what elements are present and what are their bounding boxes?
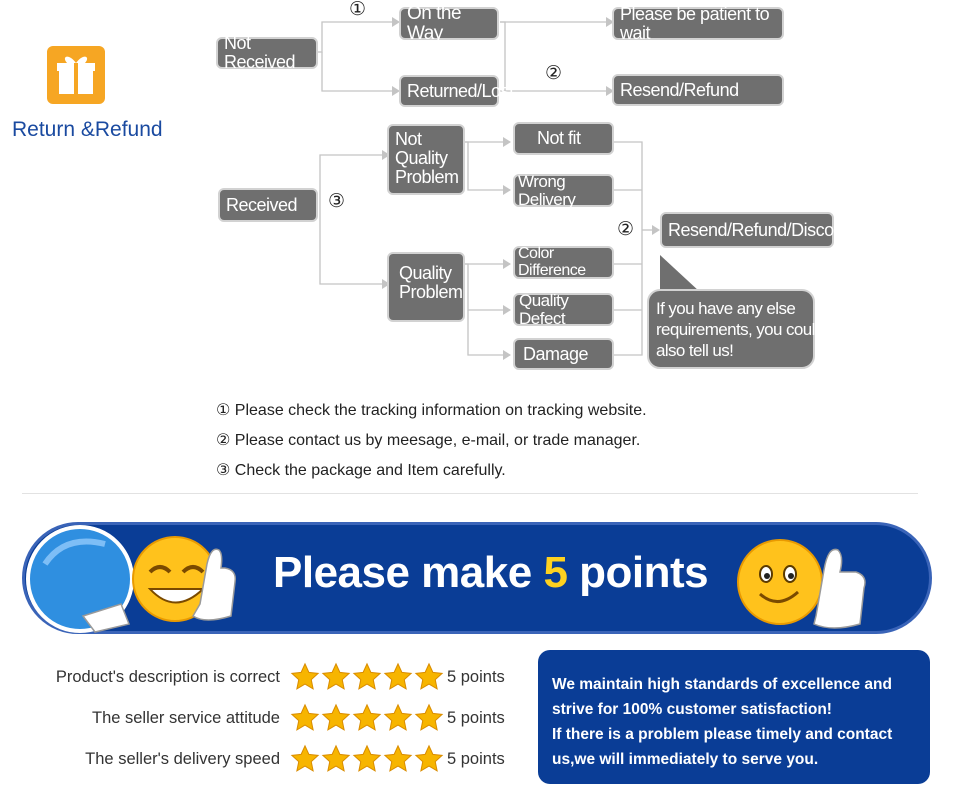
flow-not-quality-line3: Problem xyxy=(395,166,459,187)
star-icon xyxy=(290,703,320,731)
rating-points-description: 5 points xyxy=(447,668,505,686)
flow-quality-problem: Quality Problem xyxy=(387,252,465,322)
flow-received: Received xyxy=(218,188,318,222)
promise-line-1: We maintain high standards of excellence… xyxy=(552,676,892,693)
star-icon xyxy=(290,744,320,772)
bubble-line-3: also tell us! xyxy=(656,341,734,360)
flow-on-the-way: On the Way xyxy=(399,3,499,43)
star-icon xyxy=(321,662,351,690)
step-marker-1: ① xyxy=(349,0,367,20)
step-marker-2b: ② xyxy=(617,218,635,240)
note-3: ③ Check the package and Item carefully. xyxy=(216,460,506,479)
promise-line-4: us,we will immediately to serve you. xyxy=(552,751,819,768)
rating-label-description: Product's description is correct xyxy=(55,668,280,686)
star-icon xyxy=(414,662,444,690)
promise-box: We maintain high standards of excellence… xyxy=(538,650,930,784)
flow-color-difference: Color Difference xyxy=(513,245,614,279)
bubble-line-1: If you have any else xyxy=(656,299,796,318)
flow-wrong-delivery: Wrong Delivery xyxy=(513,172,614,208)
flow-quality-line2: Problem xyxy=(399,281,463,302)
flow-quality-defect: Quality Defect xyxy=(513,291,614,327)
star-icon xyxy=(321,703,351,731)
star-icon xyxy=(383,703,413,731)
flow-quality-line1: Quality xyxy=(399,263,452,283)
flow-not-quality-line2: Quality xyxy=(395,147,448,168)
flow-not-quality-problem: Not Quality Problem xyxy=(387,124,465,195)
note-2: ② Please contact us by meesage, e-mail, … xyxy=(216,430,641,449)
star-icon xyxy=(352,662,382,690)
rating-stars-description xyxy=(290,662,444,692)
rating-label-service: The seller service attitude xyxy=(91,709,280,727)
flow-returned-lost: Returned/Lost xyxy=(399,75,514,107)
thumbs-up-smiley-left-icon xyxy=(25,524,245,639)
speech-bubble-text: If you have any else requirements, you c… xyxy=(656,298,824,361)
section-title: Return &Refund xyxy=(12,118,163,141)
promise-line-3: If there is a problem please timely and … xyxy=(552,726,893,743)
rating-stars-delivery xyxy=(290,744,444,774)
star-icon xyxy=(352,703,382,731)
star-icon xyxy=(383,744,413,772)
flow-not-fit: Not fit xyxy=(513,122,614,155)
banner-title: Please make 5 points xyxy=(273,548,709,597)
flow-be-patient: Please be patient to wait xyxy=(612,4,784,42)
flow-damage: Damage xyxy=(513,338,614,370)
flow-resend-refund: Resend/Refund xyxy=(612,74,784,106)
flow-not-quality-line1: Not xyxy=(395,129,422,149)
flow-not-received: Not Received xyxy=(216,34,318,71)
divider xyxy=(22,493,918,494)
promise-line-2: strive for 100% customer satisfaction! xyxy=(552,701,832,718)
star-icon xyxy=(414,744,444,772)
rating-label-delivery: The seller's delivery speed xyxy=(85,750,280,768)
flow-resend-refund-discount: Resend/Refund/Discount xyxy=(660,212,858,248)
bubble-line-2: requirements, you could xyxy=(656,320,824,339)
rating-points-delivery: 5 points xyxy=(447,750,505,768)
step-marker-3: ③ xyxy=(328,190,346,212)
note-1: ① Please check the tracking information … xyxy=(216,400,647,419)
rating-points-service: 5 points xyxy=(447,709,505,727)
gift-icon xyxy=(47,46,105,104)
speech-bubble-shape xyxy=(647,255,815,369)
flow-connectors xyxy=(318,17,815,369)
star-icon xyxy=(414,703,444,731)
star-icon xyxy=(290,662,320,690)
star-icon xyxy=(352,744,382,772)
star-icon xyxy=(383,662,413,690)
rating-stars-service xyxy=(290,703,444,733)
thumbs-up-smiley-right-icon xyxy=(732,528,882,637)
star-icon xyxy=(321,744,351,772)
step-marker-2: ② xyxy=(545,62,563,84)
